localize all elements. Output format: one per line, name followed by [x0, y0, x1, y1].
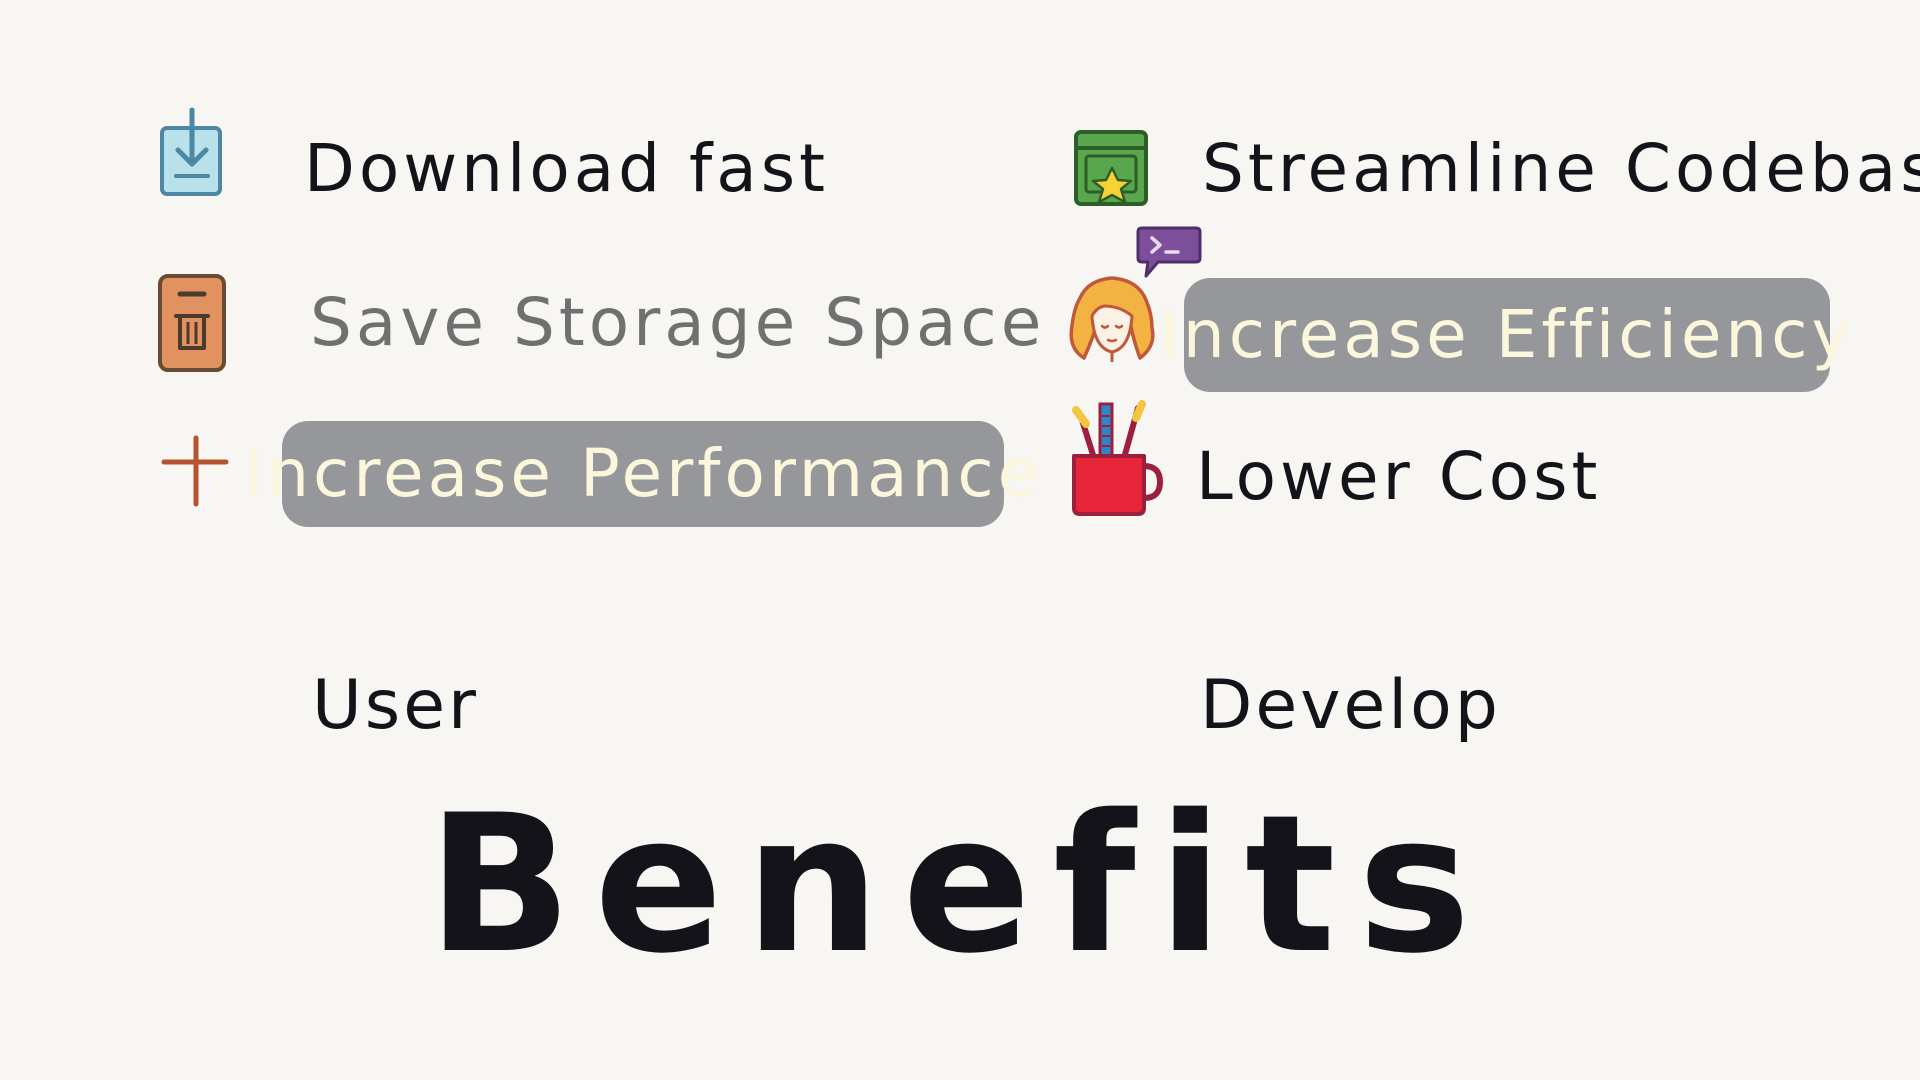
trash-icon	[158, 274, 226, 372]
star-box-icon	[1074, 130, 1148, 206]
developer-avatar-icon	[1069, 276, 1155, 362]
develop-item-lower-cost: Lower Cost	[1196, 438, 1602, 515]
user-item-increase-performance-label: Increase Performance	[243, 435, 1043, 512]
user-item-increase-performance: Increase Performance	[244, 421, 1038, 527]
develop-group-label: Develop	[1200, 666, 1501, 745]
user-item-download-fast: Download fast	[304, 130, 829, 207]
develop-item-increase-efficiency: Increase Efficiency	[1159, 278, 1851, 392]
plus-icon	[161, 435, 229, 507]
download-icon	[160, 107, 222, 196]
page-title: Benefits	[427, 774, 1493, 995]
pen-cup-icon	[1072, 400, 1164, 516]
develop-item-increase-efficiency-label: Increase Efficiency	[1159, 296, 1855, 373]
user-group-label: User	[312, 666, 479, 745]
user-item-save-storage-space: Save Storage Space	[310, 284, 1046, 361]
terminal-bubble-icon	[1136, 226, 1202, 278]
develop-item-streamline-codebase: Streamline Codebase	[1202, 130, 1920, 207]
